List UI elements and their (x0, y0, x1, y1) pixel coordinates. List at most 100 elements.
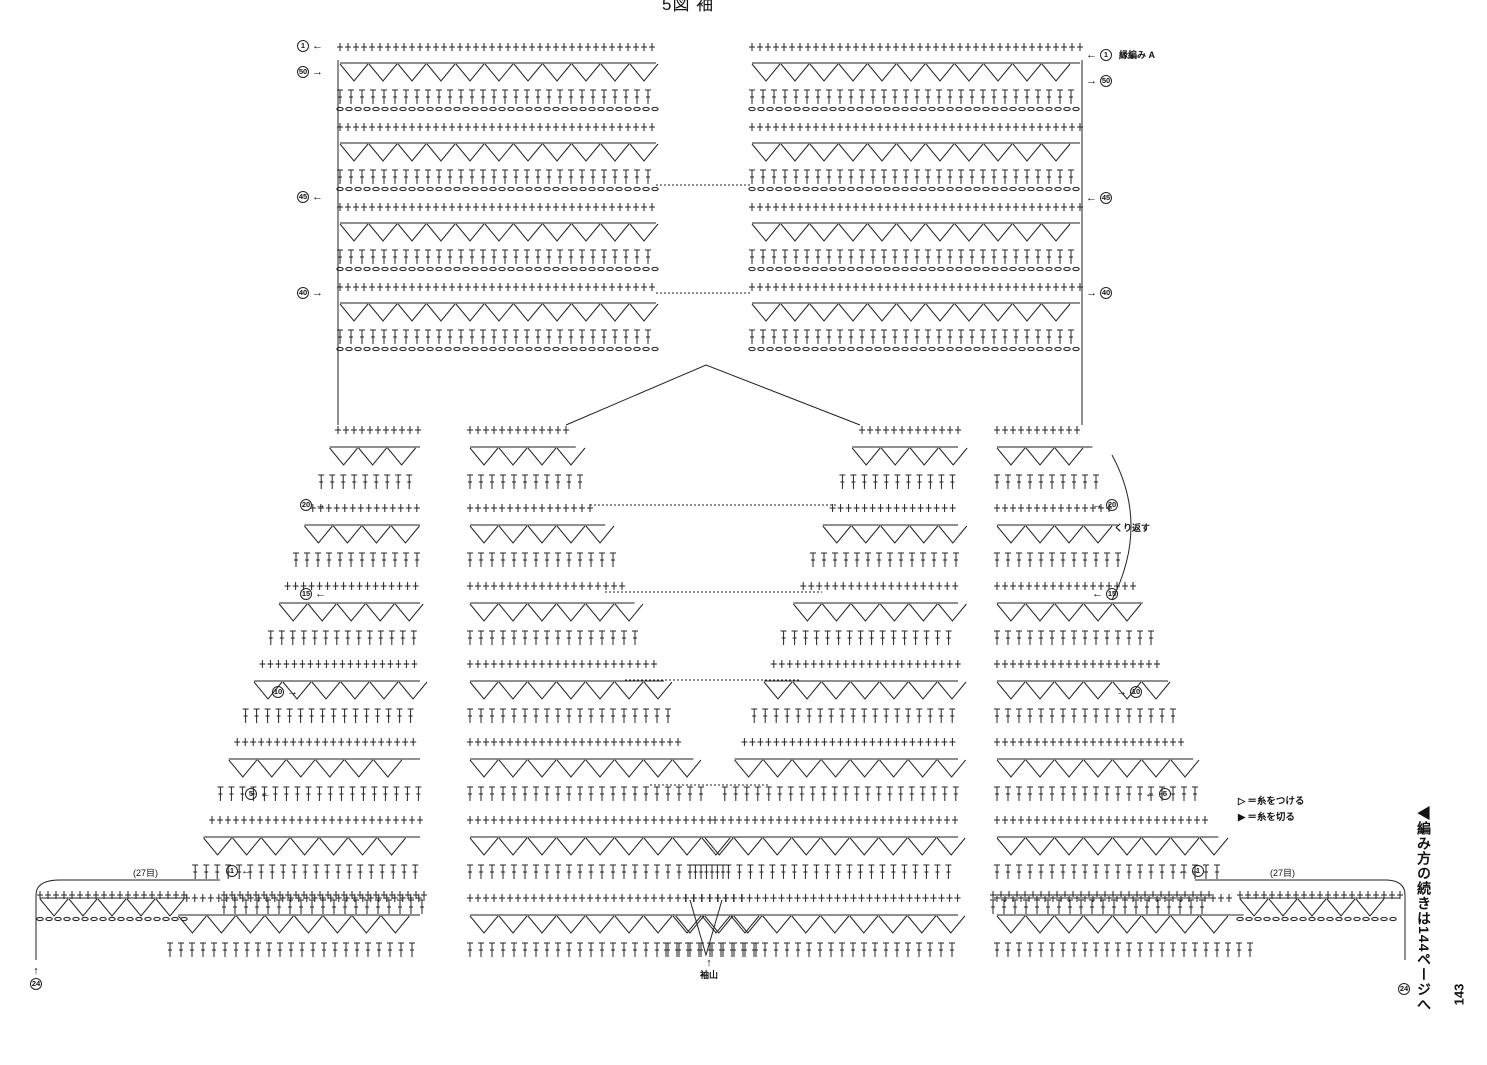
double-crochet-row (749, 169, 1074, 184)
double-crochet-stitch (1060, 552, 1066, 567)
chain-stitch (1054, 106, 1062, 112)
single-crochet-stitch (563, 894, 569, 902)
double-crochet-stitch (875, 786, 882, 801)
v-stitch (896, 303, 926, 322)
single-crochet-stitch (537, 123, 543, 131)
single-crochet-stitch (457, 43, 463, 51)
single-crochet-stitch (561, 43, 567, 51)
single-crochet-stitch (404, 582, 411, 590)
single-crochet-stitch (781, 203, 787, 211)
single-crochet-stitch (1029, 203, 1035, 211)
double-crochet-stitch (397, 899, 403, 914)
double-crochet-stitch (859, 249, 865, 264)
double-crochet-stitch (353, 899, 359, 914)
single-crochet-stitch (1170, 816, 1176, 824)
double-crochet-stitch (1082, 552, 1088, 567)
single-crochet-stitch (369, 123, 375, 131)
double-crochet-stitch (1082, 786, 1088, 801)
single-crochet-row (994, 894, 1232, 902)
legend-cut-yarn: ▶ ＝糸を切る (1238, 812, 1295, 823)
chain-stitch (651, 106, 659, 112)
v-stitch (614, 759, 644, 778)
double-crochet-stitch (1203, 864, 1209, 879)
single-crochet-stitch (850, 660, 857, 668)
double-crochet-stitch (599, 552, 605, 567)
single-crochet-stitch (941, 43, 947, 51)
chain-stitch (345, 266, 353, 272)
single-crochet-stitch (1130, 816, 1136, 824)
v-stitch (954, 63, 984, 82)
double-crochet-stitch (480, 89, 486, 104)
double-crochet-stitch (1093, 630, 1099, 645)
double-crochet-stitch (326, 552, 332, 567)
double-crochet-row (221, 899, 425, 914)
chain-stitch (552, 266, 560, 272)
double-crochet-row (293, 552, 420, 567)
double-crochet-stitch (315, 552, 321, 567)
double-crochet-stitch (1046, 169, 1052, 184)
single-crochet-stitch (1037, 203, 1043, 211)
single-crochet-stitch (627, 816, 633, 824)
single-crochet-stitch (425, 203, 431, 211)
single-crochet-stitch (507, 816, 513, 824)
v-stitch (1012, 303, 1042, 322)
double-crochet-stitch (1002, 329, 1008, 344)
v-stitch (373, 759, 403, 778)
guide-lines (35, 60, 1406, 960)
double-crochet-stitch (1071, 864, 1077, 879)
double-crochet-stitch (771, 329, 777, 344)
single-crochet-stitch (539, 660, 545, 668)
double-crochet-stitch (1013, 89, 1019, 104)
single-crochet-stitch (563, 504, 569, 512)
single-crochet-stitch (1066, 816, 1072, 824)
single-crochet-stitch (1190, 891, 1196, 899)
double-crochet-stitch (318, 474, 325, 489)
single-crochet-stitch (909, 123, 915, 131)
chain-stitch (748, 106, 756, 112)
v-stitch (907, 915, 937, 934)
single-crochet-stitch (593, 123, 599, 131)
v-stitch (542, 143, 572, 162)
single-crochet-stitch (649, 43, 655, 51)
double-crochet-stitch (491, 89, 497, 104)
single-crochet-stitch (757, 43, 763, 51)
double-crochet-stitch (349, 786, 356, 801)
v-stitch (339, 223, 369, 242)
double-crochet-stitch (804, 89, 810, 104)
double-crochet-stitch (557, 89, 563, 104)
single-crochet-stitch (611, 582, 617, 590)
row-marker-left-45: 45← (297, 190, 323, 203)
chain-stitch (901, 346, 909, 352)
double-crochet-stitch (1082, 474, 1088, 489)
double-crochet-stitch (291, 864, 298, 879)
double-crochet-stitch (793, 169, 799, 184)
chain-stitch (1317, 916, 1325, 922)
v-stitch (1025, 603, 1055, 622)
double-crochet-stitch (749, 249, 755, 264)
v-stitch (925, 303, 955, 322)
double-crochet-stitch (365, 942, 371, 957)
v-stitch (733, 915, 763, 934)
double-crochet-stitch (610, 942, 616, 957)
double-crochet-stitch (351, 474, 358, 489)
double-crochet-stitch (478, 552, 484, 567)
chain-stitch (624, 186, 632, 192)
chain-stitch (462, 346, 470, 352)
single-crochet-stitch (749, 283, 755, 291)
chain-stitch (543, 266, 551, 272)
single-crochet-stitch (242, 738, 249, 746)
double-crochet-stitch (949, 708, 956, 723)
double-crochet-stitch (601, 329, 607, 344)
single-crochet-stitch (269, 891, 275, 899)
single-crochet-stitch (425, 123, 431, 131)
double-crochet-stitch (1082, 864, 1088, 879)
single-crochet-stitch (813, 283, 819, 291)
v-stitch (556, 525, 586, 544)
single-crochet-row (994, 426, 1080, 434)
single-crochet-stitch (1134, 891, 1140, 899)
single-crochet-stitch (808, 582, 815, 590)
single-crochet-stitch (499, 660, 505, 668)
v-stitch (614, 681, 644, 700)
double-crochet-stitch (1057, 329, 1063, 344)
double-crochet-row (217, 786, 422, 801)
